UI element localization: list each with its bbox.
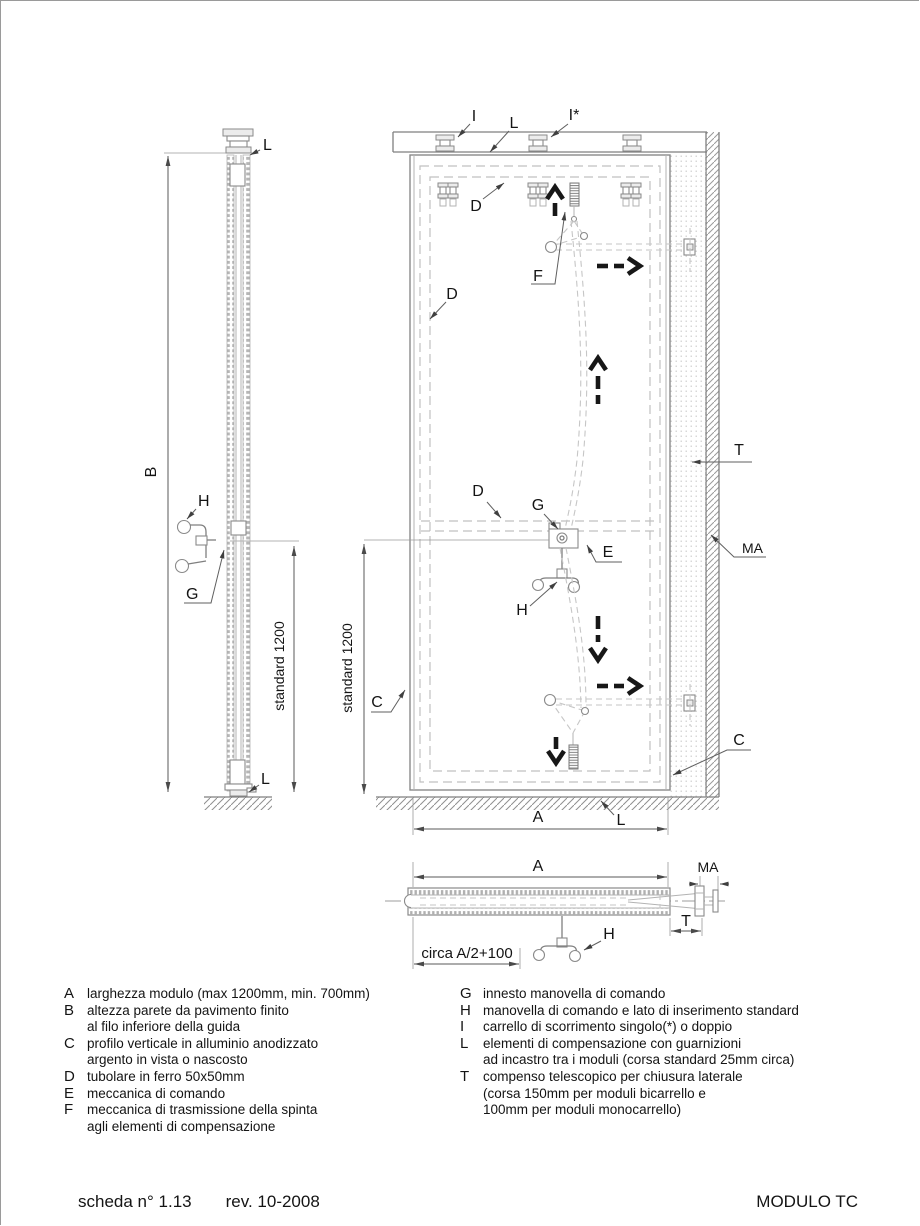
legend-key: I <box>460 1018 465 1036</box>
legend-row: al filo inferiore della guida <box>64 1019 456 1036</box>
motion-arrow-up-top <box>545 182 565 216</box>
legend-key: G <box>460 985 472 1002</box>
carriage-left <box>435 134 455 152</box>
legend-text: agli elementi di compensazione <box>87 1118 276 1134</box>
label-d-top: D <box>470 198 482 215</box>
label-l-side-bottom: L <box>261 771 270 788</box>
carriage-right <box>622 134 642 152</box>
legend-text: compenso telescopico per chiusura latera… <box>483 1068 743 1084</box>
label-ma-front: MA <box>742 540 764 556</box>
label-a-plan: A <box>533 858 544 875</box>
legend-text: profilo verticale in alluminio anodizzat… <box>87 1035 319 1051</box>
legend-key: H <box>460 1001 471 1019</box>
legend-text: carrello di scorrimento singolo(*) o dop… <box>483 1019 733 1035</box>
legend-key: C <box>64 1034 75 1052</box>
legend-key: E <box>64 1084 75 1102</box>
legend-text: manovella di comando e lato di inserimen… <box>483 1002 799 1018</box>
carriage-middle <box>528 134 548 152</box>
legend-text: argento in vista o nascosto <box>87 1052 248 1068</box>
label-b: B <box>143 467 160 478</box>
legend-text: meccanica di trasmissione della spinta <box>87 1102 318 1118</box>
label-a-front: A <box>533 809 544 826</box>
legend-key: L <box>460 1034 469 1052</box>
label-ma-plan: MA <box>698 859 720 875</box>
label-t-front: T <box>734 442 744 459</box>
legend-key: A <box>64 985 75 1002</box>
motion-arrow-up-mid <box>588 353 608 404</box>
label-h-plan: H <box>603 926 615 943</box>
label-i: I <box>472 108 476 125</box>
legend-text: innesto manovella di comando <box>483 986 666 1001</box>
label-h-front: H <box>516 602 528 619</box>
bolt-group-left <box>437 182 459 207</box>
legend-row: argento in vista o nascosto <box>64 1052 456 1069</box>
product-name: MODULO TC <box>756 1192 858 1211</box>
motion-arrow-right-top <box>597 256 645 276</box>
motion-arrow-right-bottom <box>597 676 645 696</box>
legend-text: larghezza modulo (max 1200mm, min. 700mm… <box>87 986 370 1001</box>
label-d-left: D <box>446 286 458 303</box>
legend-key: D <box>64 1067 75 1085</box>
label-h-side: H <box>198 493 210 510</box>
legend-text: (corsa 150mm per moduli bicarrello e <box>483 1085 706 1101</box>
label-t-plan: T <box>681 913 691 930</box>
motion-arrow-down-bottom <box>546 737 566 768</box>
legend-text: tubolare in ferro 50x50mm <box>87 1068 245 1084</box>
label-g-front: G <box>532 497 544 514</box>
bolt-group-right <box>620 182 642 207</box>
legend-text: ad incastro tra i moduli (corsa standard… <box>483 1052 795 1068</box>
legend-text: 100mm per moduli monocarrello) <box>483 1102 682 1118</box>
legend-key: T <box>460 1067 470 1085</box>
label-l-track: L <box>510 115 519 132</box>
legend-row: ad incastro tra i moduli (corsa standard… <box>460 1052 880 1069</box>
legend-row: 100mm per moduli monocarrello) <box>460 1102 880 1119</box>
footer-left: scheda n° 1.13 rev. 10-2008 <box>78 1192 320 1212</box>
label-g-side: G <box>186 586 198 603</box>
legend-row: agli elementi di compensazione <box>64 1119 456 1136</box>
legend-text: elementi di compensazione con guarnizion… <box>483 1035 742 1051</box>
label-e: E <box>603 544 614 561</box>
legend-key: F <box>64 1101 74 1119</box>
label-standard-1200-side: standard 1200 <box>271 621 287 711</box>
side-section-view: B standard 1200 <box>143 128 299 810</box>
sheet-number: scheda n° 1.13 <box>78 1192 192 1211</box>
legend-row: (corsa 150mm per moduli bicarrello e <box>460 1086 880 1103</box>
label-d-mid: D <box>472 483 484 500</box>
revision: rev. 10-2008 <box>225 1192 320 1211</box>
motion-arrow-down-mid <box>588 616 608 665</box>
label-i-star: I* <box>569 107 580 124</box>
technical-drawing: B standard 1200 <box>143 107 766 969</box>
label-f: F <box>533 268 543 285</box>
label-c-left: C <box>371 694 383 711</box>
label-l-bottom-front: L <box>617 812 626 829</box>
legend-key: B <box>64 1001 75 1019</box>
legend-text: meccanica di comando <box>87 1085 226 1101</box>
legend-text: altezza parete da pavimento finito <box>87 1002 289 1018</box>
label-standard-1200-front: standard 1200 <box>339 623 355 713</box>
label-c-right: C <box>733 732 745 749</box>
label-half-width: circa A/2+100 <box>421 945 512 962</box>
legend-text: al filo inferiore della guida <box>87 1019 241 1035</box>
plan-section-view: A MA T <box>385 858 729 969</box>
front-elevation-view: standard 1200 A I L I* D D F D G E H <box>339 107 766 835</box>
label-l-side-top: L <box>263 137 272 154</box>
